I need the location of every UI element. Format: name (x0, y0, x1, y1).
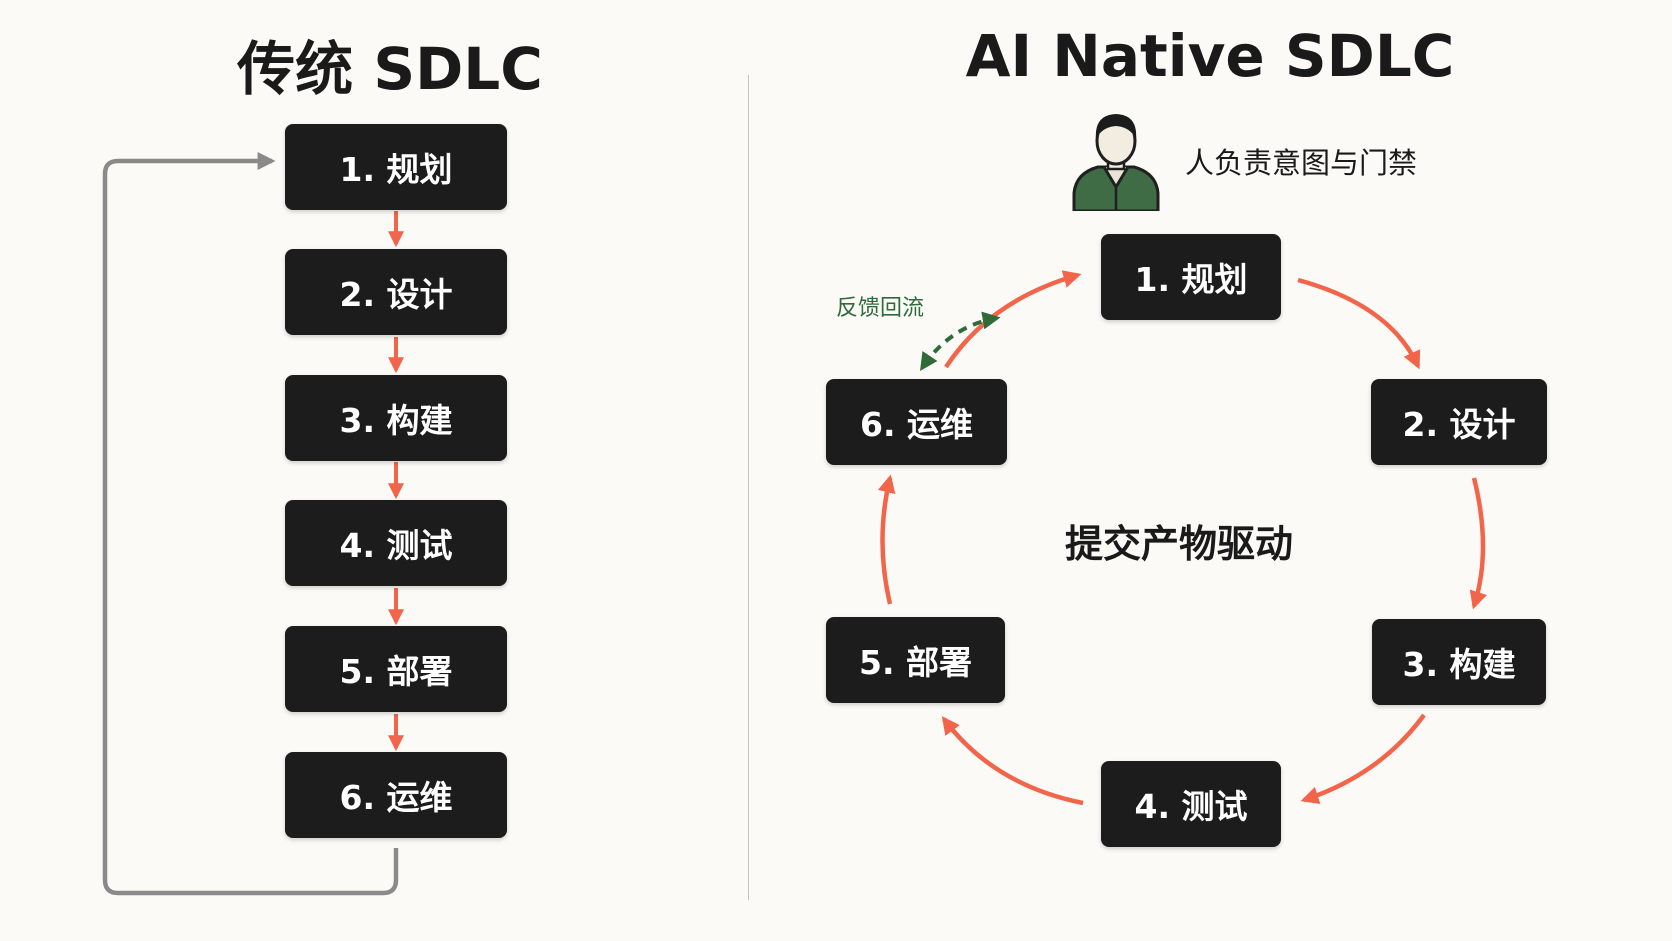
ai-step-deploy: 5. 部署 (826, 617, 1005, 703)
owner-label: 人负责意图与门禁 (1185, 146, 1418, 180)
person-icon (1072, 114, 1160, 211)
traditional-step-plan: 1. 规划 (285, 124, 507, 210)
arrow-cycle-4-5 (941, 716, 1084, 806)
traditional-step-test: 4. 测试 (285, 500, 507, 586)
ai-native-sdlc-title: AI Native SDLC (965, 22, 1455, 90)
traditional-step-build: 3. 构建 (285, 375, 507, 461)
ai-step-build: 3. 构建 (1372, 619, 1546, 705)
traditional-step-deploy: 5. 部署 (285, 626, 507, 712)
panel-divider (748, 75, 749, 900)
arrow-cycle-3-4 (1300, 713, 1426, 805)
ai-step-plan: 1. 规划 (1101, 234, 1281, 320)
traditional-sdlc-title: 传统 SDLC (237, 35, 543, 103)
center-label: 提交产物驱动 (1065, 522, 1294, 566)
arrow-cycle-5-6 (877, 474, 896, 605)
ai-step-operate: 6. 运维 (826, 379, 1007, 465)
arrow-cycle-2-3 (1469, 477, 1487, 610)
ai-step-test: 4. 测试 (1101, 761, 1281, 847)
arrow-cycle-6-1 (944, 270, 1082, 369)
traditional-step-operate: 6. 运维 (285, 752, 507, 838)
ai-step-design: 2. 设计 (1371, 379, 1547, 465)
traditional-step-design: 2. 设计 (285, 249, 507, 335)
feedback-arrow (920, 311, 1001, 371)
arrow-cycle-1-2 (1297, 277, 1421, 370)
feedback-label: 反馈回流 (836, 296, 925, 321)
